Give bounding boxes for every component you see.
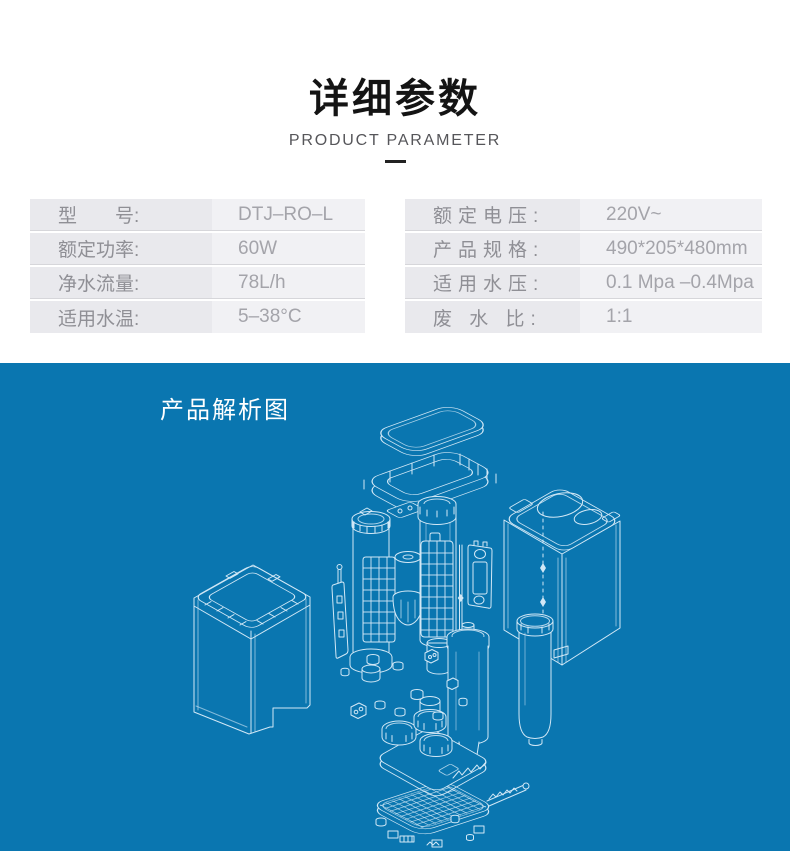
page-subtitle: PRODUCT PARAMETER bbox=[288, 132, 502, 149]
product-diagram-section: 产品解析图 bbox=[0, 363, 790, 851]
page-header: 详细参数 PRODUCT PARAMETER bbox=[0, 0, 790, 163]
spec-row-voltage: 额定电压:220V~ bbox=[405, 199, 762, 231]
spec-tables: 型 号:DTJ–RO–L 额定功率:60W 净水流量:78L/h 适用水温:5–… bbox=[30, 199, 762, 333]
page-title: 详细参数 bbox=[309, 77, 481, 121]
spec-row-size: 产品规格:490*205*480mm bbox=[405, 233, 762, 265]
spec-table-left: 型 号:DTJ–RO–L 额定功率:60W 净水流量:78L/h 适用水温:5–… bbox=[30, 199, 365, 333]
spec-row-power: 额定功率:60W bbox=[30, 233, 365, 265]
spec-row-pressure: 适用水压:0.1 Mpa –0.4Mpa bbox=[405, 267, 762, 299]
title-divider bbox=[384, 160, 406, 163]
diagram-title: 产品解析图 bbox=[160, 397, 290, 424]
spec-row-flow: 净水流量:78L/h bbox=[30, 267, 365, 299]
spec-row-waste: 废 水 比:1:1 bbox=[405, 301, 762, 333]
product-exploded-diagram bbox=[193, 407, 621, 848]
spec-table-right: 额定电压:220V~ 产品规格:490*205*480mm 适用水压:0.1 M… bbox=[405, 199, 762, 333]
spec-row-model: 型 号:DTJ–RO–L bbox=[30, 199, 365, 231]
spec-row-temp: 适用水温:5–38°C bbox=[30, 301, 365, 333]
